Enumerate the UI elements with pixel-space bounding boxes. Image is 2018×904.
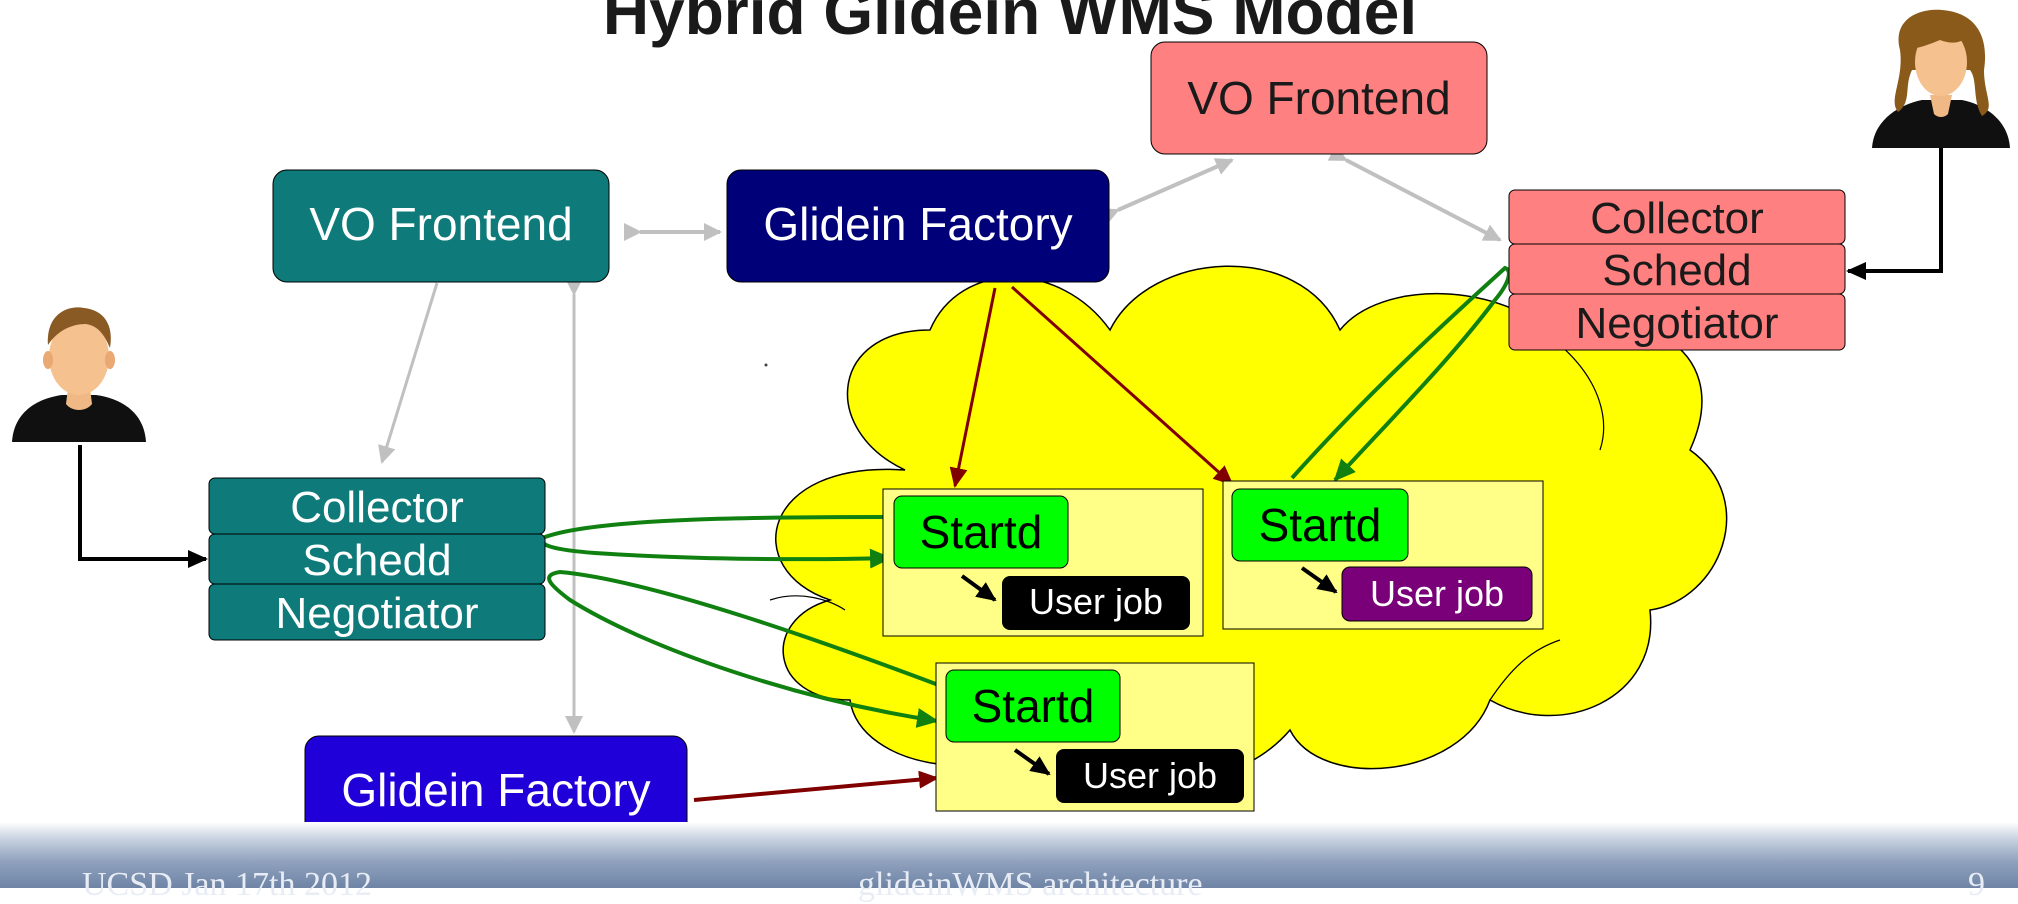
user-job-box[interactable] [1341, 566, 1533, 622]
right-frontend-box[interactable]: VO Frontend [1150, 41, 1488, 155]
arrow-slot1-to-schedd [540, 515, 892, 569]
startd-box[interactable] [945, 669, 1121, 743]
startd-label: Startd [1259, 499, 1382, 551]
left-frontend-box[interactable]: VO Frontend [272, 169, 610, 283]
bottom-factory-label: Glidein Factory [341, 764, 650, 816]
user-job-box[interactable] [1056, 749, 1244, 803]
startd-box[interactable] [893, 495, 1069, 569]
right-negotiator-label: Negotiator [1575, 299, 1778, 348]
left-collector-label: Collector [290, 483, 464, 532]
user-job-label: User job [1370, 573, 1504, 614]
right-schedd-label: Schedd [1602, 246, 1751, 295]
left-factory-box[interactable]: Glidein Factory [726, 169, 1110, 283]
male-user-icon [12, 307, 146, 442]
footer-center-text: glideinWMS architecture [858, 866, 1203, 903]
stray-dot [764, 363, 768, 367]
right-negotiator-box[interactable]: Negotiator [1508, 293, 1846, 351]
female-user-icon [1872, 9, 2010, 148]
arrow-bottom-factory-slot3 [693, 770, 939, 802]
cloud-slot-2: Startd User job [1222, 480, 1544, 630]
arrow-right-user-to-schedd [1846, 148, 1943, 280]
right-frontend-label: VO Frontend [1187, 72, 1450, 124]
left-factory-label: Glidein Factory [763, 198, 1072, 250]
user-job-box[interactable] [1002, 576, 1190, 630]
left-schedd-label: Schedd [302, 536, 451, 585]
startd-box[interactable] [1231, 488, 1409, 562]
arrow-left-user-to-schedd [78, 445, 208, 568]
arrow-factory-remote-frontend [1099, 158, 1234, 225]
bottom-factory-box[interactable]: Glidein Factory [304, 735, 688, 849]
startd-label: Startd [972, 680, 1095, 732]
right-collector-label: Collector [1590, 194, 1764, 243]
startd-label: Startd [920, 506, 1043, 558]
arrow-remote-frontend-collector [1327, 144, 1502, 242]
left-frontend-label: VO Frontend [309, 198, 572, 250]
footer-page-number: 9 [1968, 866, 1985, 903]
left-collector-box[interactable]: Collector [208, 477, 546, 535]
cloud-slot-3: Startd User job [935, 662, 1255, 812]
right-collector-box[interactable]: Collector [1508, 189, 1846, 245]
left-schedd-box[interactable]: Schedd [208, 533, 546, 585]
slide-title: Hybrid Glidein WMS Model [603, 0, 1417, 48]
user-job-label: User job [1029, 581, 1163, 622]
right-schedd-box[interactable]: Schedd [1508, 243, 1846, 295]
arrow-factory-slot2 [1010, 285, 1234, 486]
arrow-factory-slot1 [949, 287, 997, 488]
cloud-slot-1: Startd User job [882, 488, 1204, 637]
left-negotiator-label: Negotiator [275, 589, 478, 638]
arrow-frontend-collector [378, 282, 439, 464]
user-job-label: User job [1083, 755, 1217, 796]
slide-footer [0, 822, 2018, 888]
footer-left-text: UCSD Jan 17th 2012 [82, 866, 372, 903]
arrow-slot3-to-schedd [547, 569, 958, 728]
left-negotiator-box[interactable]: Negotiator [208, 583, 546, 641]
